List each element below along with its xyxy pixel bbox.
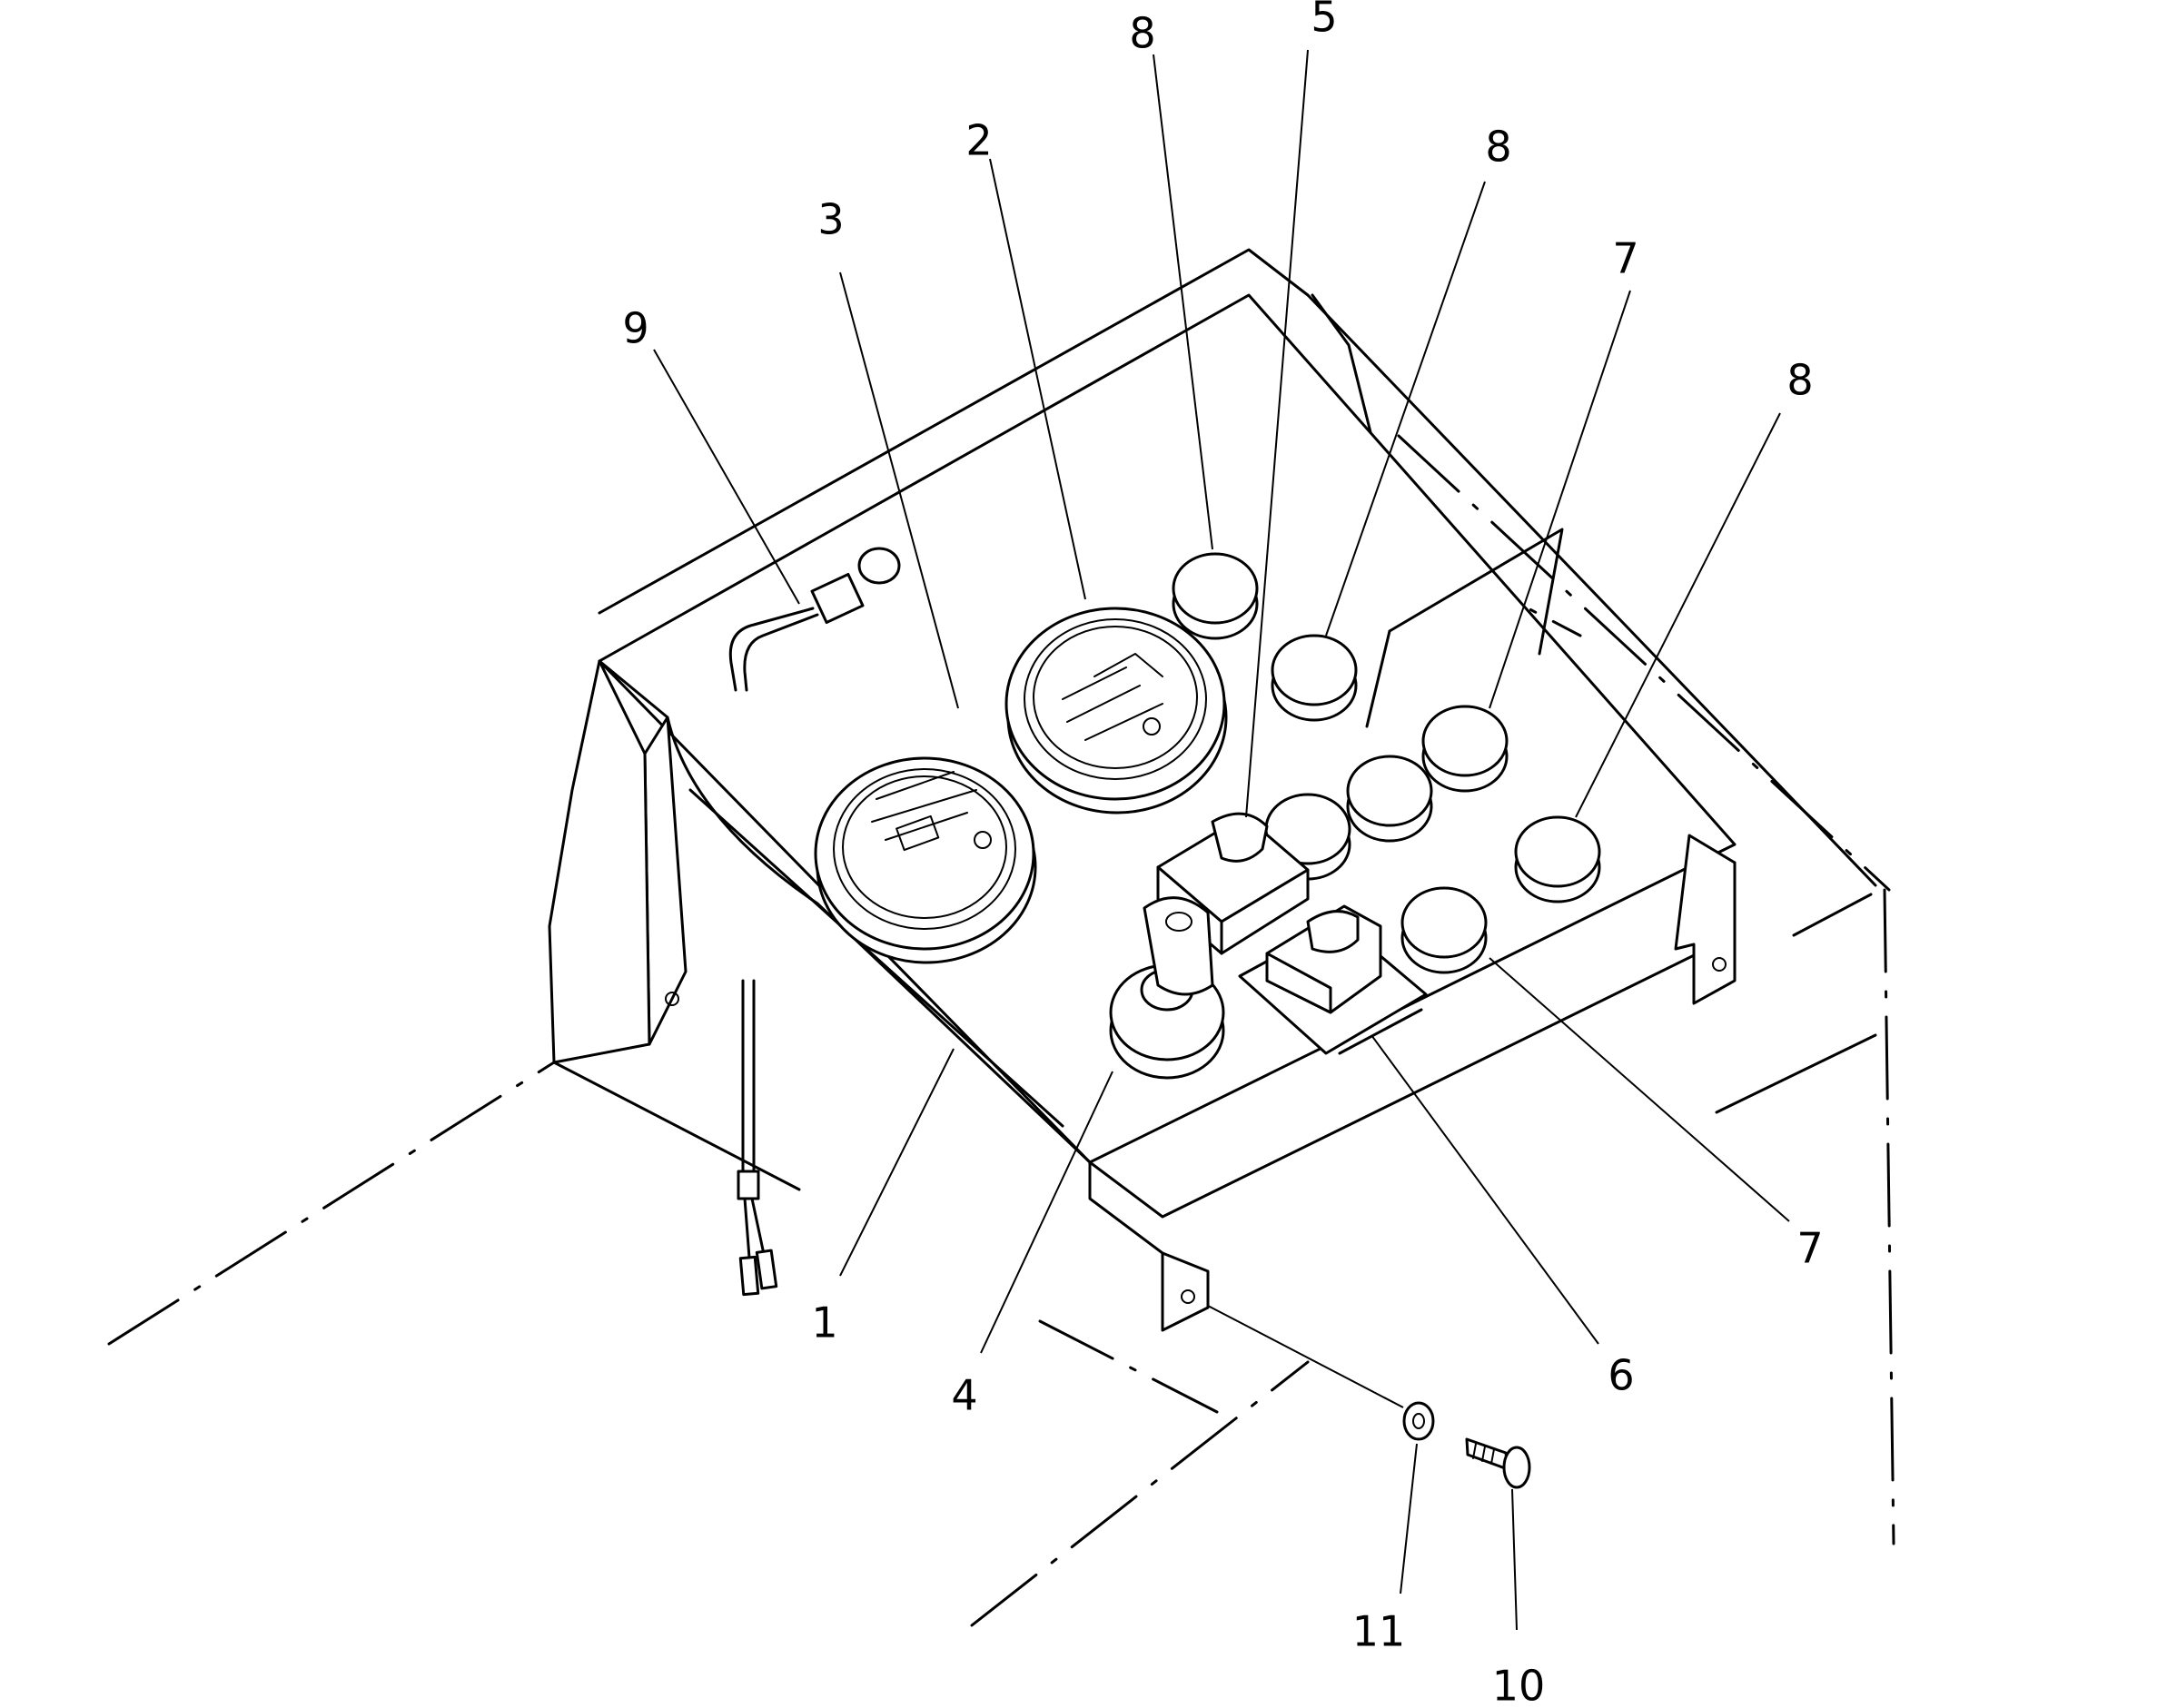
callout-labels: 1 2 3 4 5 6 7 7 8 8 8 9 10 11 bbox=[622, 0, 1823, 1708]
callout-10: 10 bbox=[1492, 1662, 1546, 1708]
lamp-8-mid bbox=[1271, 634, 1358, 722]
callout-5: 5 bbox=[1311, 0, 1337, 42]
callout-8-mid: 8 bbox=[1485, 123, 1511, 172]
callout-3: 3 bbox=[817, 195, 844, 244]
callout-8-left: 8 bbox=[1129, 9, 1155, 58]
indicator-lamps bbox=[1172, 552, 1601, 974]
callout-7-lower: 7 bbox=[1796, 1224, 1823, 1273]
lamp-8-right bbox=[1514, 815, 1601, 903]
key-switch-4 bbox=[1109, 896, 1225, 1080]
callout-2: 2 bbox=[965, 116, 992, 165]
gauge-3 bbox=[814, 756, 1037, 964]
washer-11 bbox=[1402, 1401, 1435, 1441]
callout-6: 6 bbox=[1608, 1351, 1634, 1400]
callout-11: 11 bbox=[1352, 1607, 1406, 1656]
lamp-socket-9 bbox=[728, 547, 901, 1297]
lamp-7-a bbox=[1421, 705, 1509, 793]
leader-lines bbox=[653, 49, 1790, 1631]
gauge-2 bbox=[1004, 607, 1228, 815]
callout-4: 4 bbox=[951, 1371, 977, 1420]
rotary-switch-6 bbox=[1238, 904, 1428, 1055]
panel-body bbox=[548, 293, 1737, 1332]
lamp-7-front bbox=[1400, 886, 1488, 974]
callout-7-upper: 7 bbox=[1612, 234, 1638, 283]
callout-9: 9 bbox=[622, 304, 648, 353]
callout-8-right: 8 bbox=[1786, 356, 1813, 405]
lamp-7-b bbox=[1346, 755, 1433, 843]
callout-1: 1 bbox=[811, 1298, 837, 1348]
screw-10 bbox=[1465, 1437, 1531, 1489]
lamp-8-top bbox=[1172, 552, 1259, 640]
